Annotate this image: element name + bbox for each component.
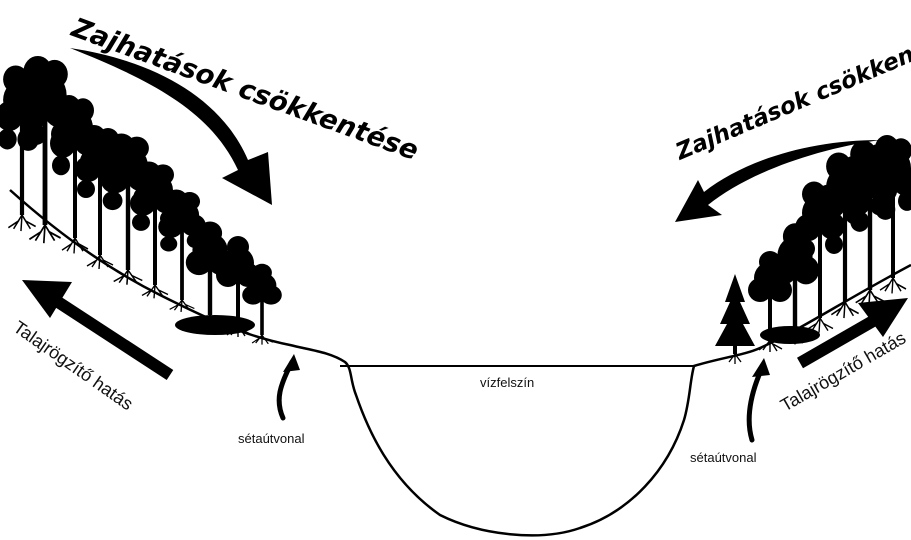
- soil-fixing-label-left: Talajrögzítő hatás: [10, 317, 137, 414]
- curved-arrow-icon: [283, 354, 300, 372]
- curved-arrow-icon: [70, 48, 272, 205]
- curved-arrow-icon: [752, 358, 770, 377]
- conifer-icon: [715, 274, 755, 364]
- curved-arrow-icon: [746, 365, 765, 443]
- curved-arrow-icon: [675, 140, 880, 222]
- walkway-label-right: sétaútvonal: [690, 450, 757, 465]
- straight-arrow-icon: [22, 280, 174, 381]
- walkway-label-left: sétaútvonal: [238, 431, 305, 446]
- noise-reduction-label-right: Zajhatások csökkentése: [671, 20, 911, 166]
- water-surface-label: vízfelszín: [480, 375, 534, 390]
- right-forest: [715, 134, 911, 364]
- left-forest: [0, 55, 283, 346]
- straight-arrow-icon: [797, 298, 908, 369]
